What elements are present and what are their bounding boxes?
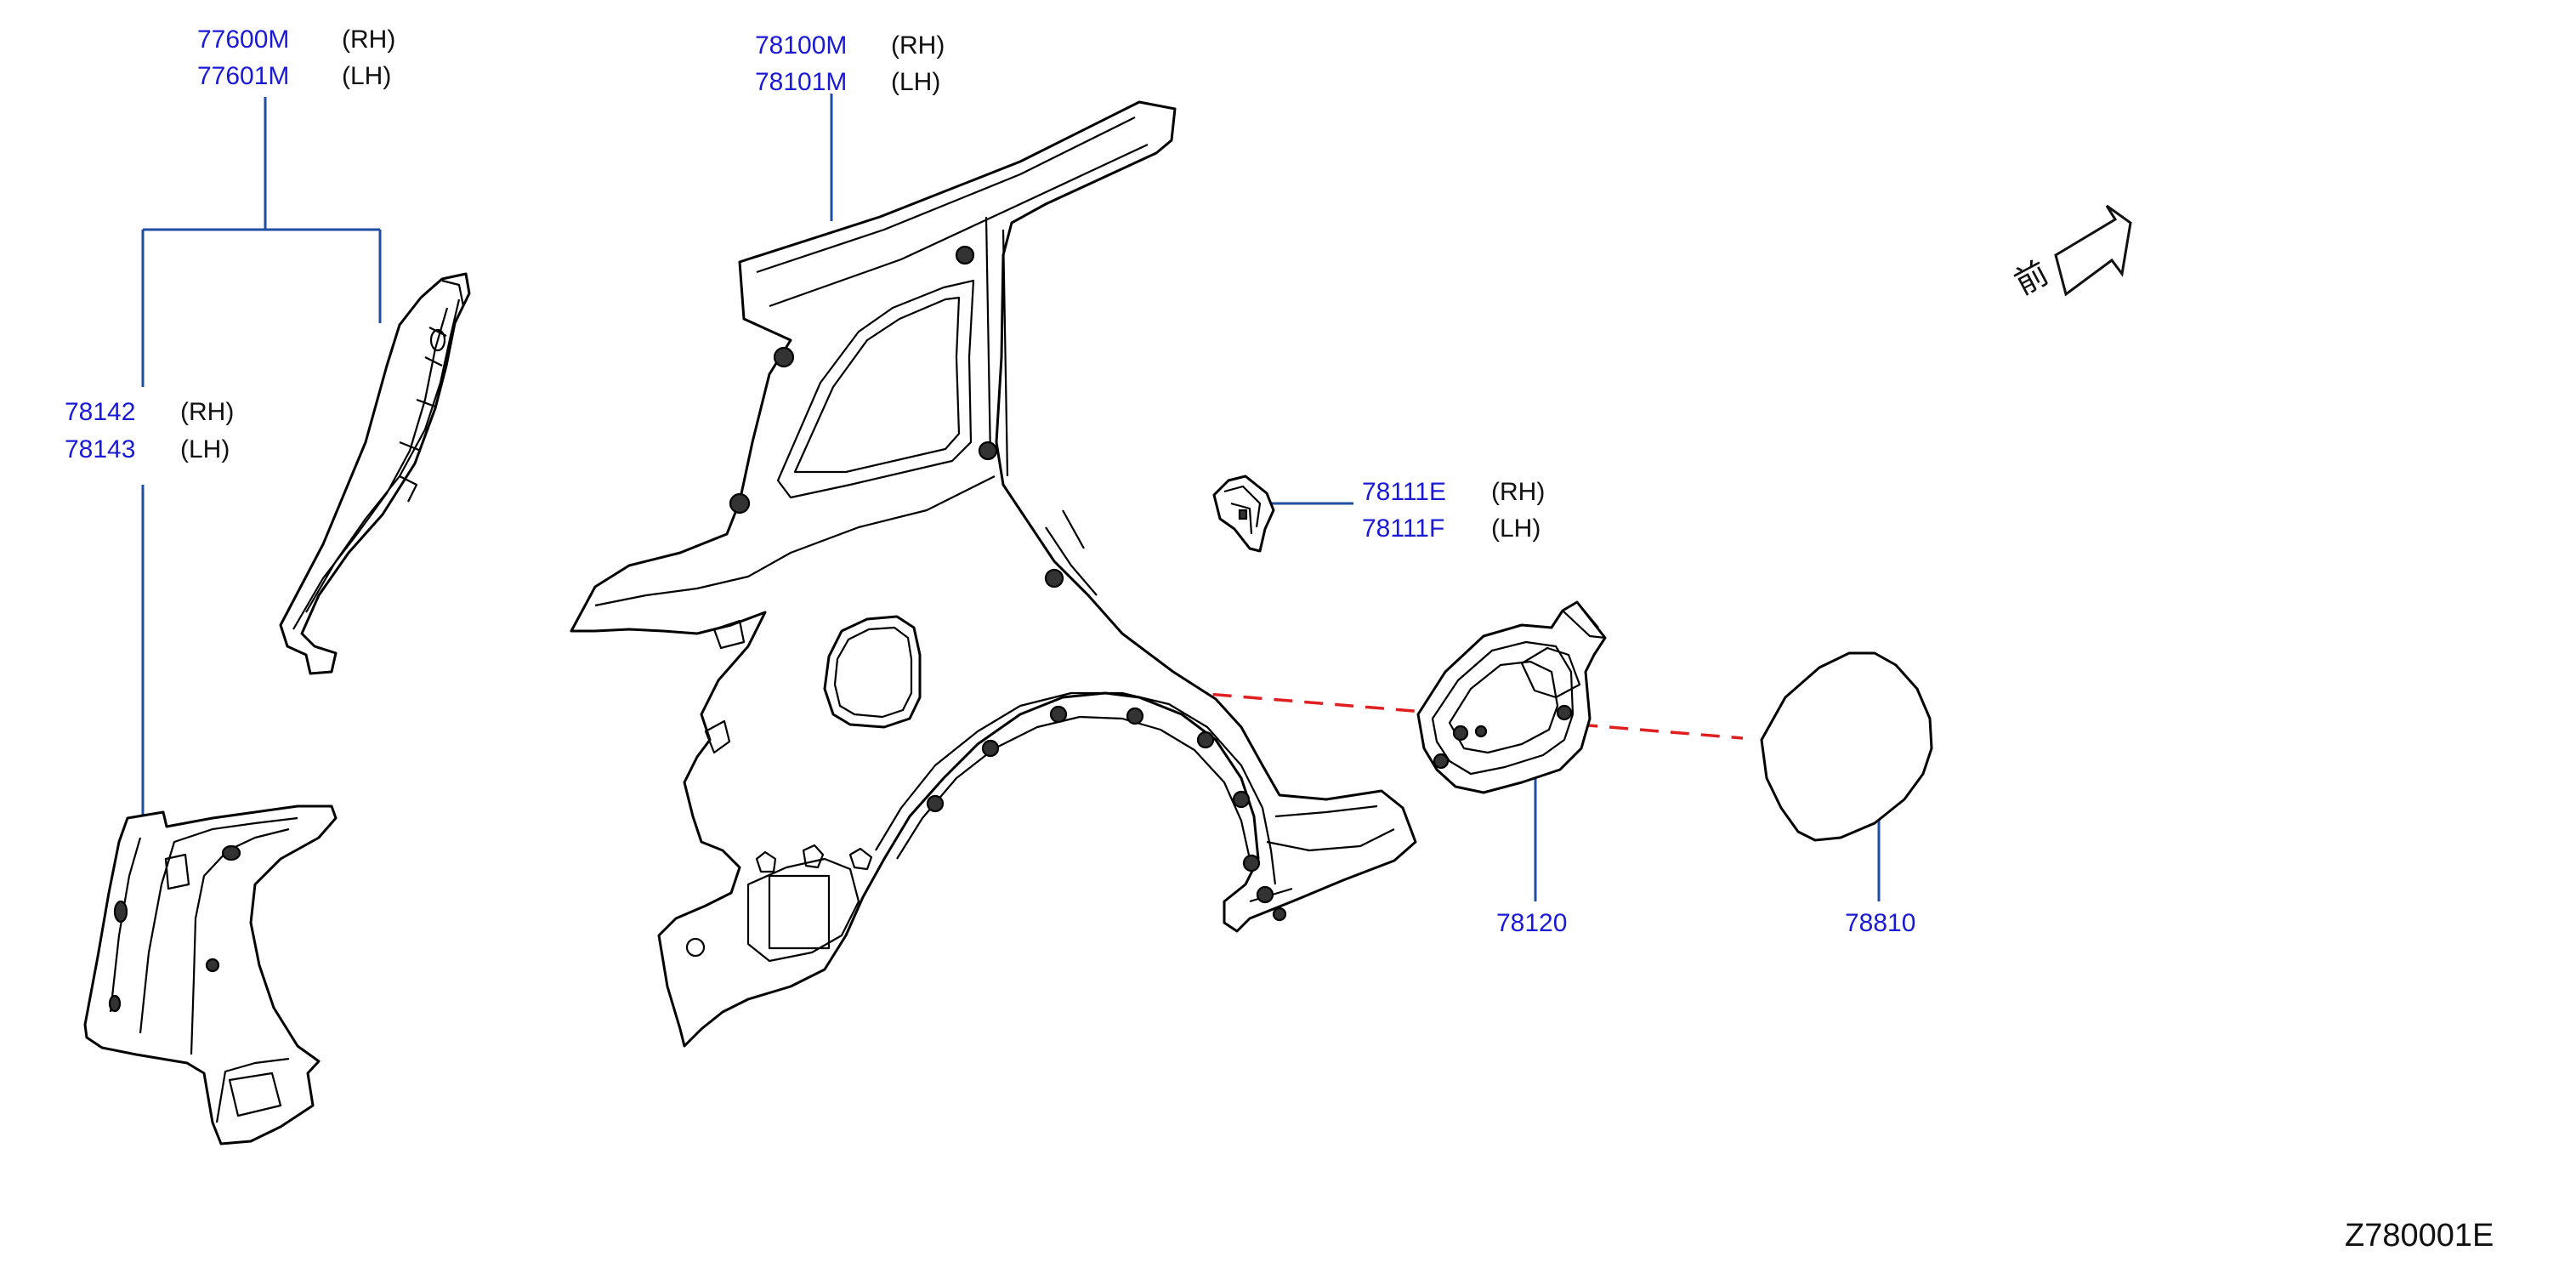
side-label-rh: (RH) — [891, 31, 945, 60]
part-number-78100M[interactable]: 78100M — [755, 31, 847, 60]
side-label-lh: (LH) — [342, 62, 391, 90]
side-label-lh: (LH) — [1491, 514, 1540, 543]
side-label-lh: (LH) — [891, 68, 940, 96]
part-number-77600M[interactable]: 77600M — [197, 26, 289, 54]
part-drawing-78100M — [570, 100, 1417, 1048]
side-label-rh: (RH) — [1491, 478, 1545, 506]
side-label-lh: (LH) — [180, 435, 230, 463]
side-label-rh: (RH) — [342, 26, 395, 54]
part-number-78111F[interactable]: 78111F — [1362, 514, 1444, 543]
part-drawing-78142 — [83, 804, 338, 1145]
part-number-78101M[interactable]: 78101M — [755, 68, 847, 96]
part-number-78810[interactable]: 78810 — [1845, 909, 1915, 937]
diagram-reference-code: Z780001E — [2345, 1218, 2494, 1253]
part-number-78142[interactable]: 78142 — [65, 398, 135, 426]
callout-77600M: 77600M (RH) 77601M (LH) — [141, 26, 395, 387]
callout-78100M: 78100M (RH) 78101M (LH) — [755, 31, 945, 221]
part-number-77601M[interactable]: 77601M — [197, 62, 289, 90]
part-drawing-78810 — [1760, 651, 1933, 842]
part-number-78143[interactable]: 78143 — [65, 435, 135, 463]
side-label-rh: (RH) — [180, 398, 234, 426]
front-arrow-icon — [2054, 204, 2132, 297]
part-number-78111E[interactable]: 78111E — [1362, 478, 1446, 506]
part-drawing-78120 — [1416, 600, 1607, 794]
part-drawing-77600M — [279, 272, 471, 675]
callout-78120: 78120 — [1496, 765, 1567, 937]
callout-78142: 78142 (RH) 78143 (LH) — [65, 398, 234, 815]
front-direction-indicator: 前 — [2008, 204, 2132, 303]
leader-line-77600M — [141, 97, 382, 387]
callout-78810: 78810 — [1845, 812, 1915, 937]
alignment-dashed-line — [877, 665, 1744, 740]
part-number-78120[interactable]: 78120 — [1496, 909, 1567, 937]
front-label: 前 — [2008, 254, 2054, 303]
part-drawing-78111E — [1212, 475, 1275, 553]
callout-78111E: 78111E (RH) 78111F (LH) — [1271, 478, 1545, 543]
